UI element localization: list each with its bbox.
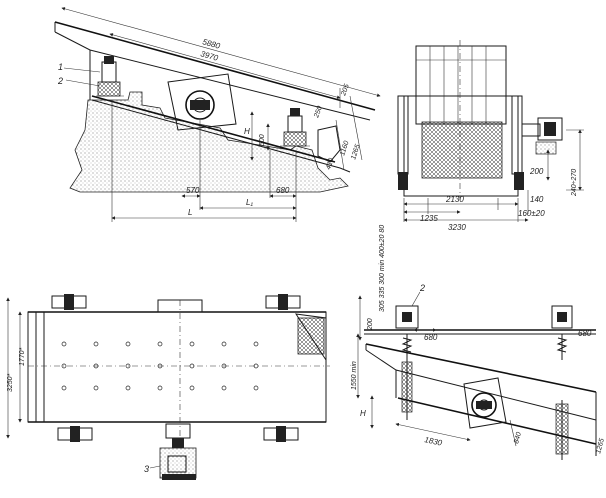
front-view: 2130 1235 3230 140 160±20 200 240÷270 [397, 40, 584, 232]
side-label-l: L [188, 208, 192, 217]
plan-support-top-right [265, 294, 301, 310]
dim-680-suspended-left: 680 [424, 333, 438, 342]
dim-stack: 305 335 300 min 400±20 80 [379, 225, 386, 312]
dim-1265-suspended: 1265 [595, 438, 606, 455]
suspended-screen-top [365, 343, 597, 393]
side-view: 5880 3970 205 250 1160 1265 410 H 500 57… [54, 7, 381, 222]
dim-3250: 3250* [7, 373, 14, 392]
dim-5880: 5880 [201, 37, 221, 51]
plan-view: 3 3250* 1770* [6, 294, 330, 480]
dim-680-suspended-right: 680 [578, 329, 592, 338]
side-label-l1: L₁ [246, 198, 253, 207]
dim-160-20: 160±20 [518, 209, 545, 218]
front-screen-mesh [421, 121, 503, 179]
dim-500: 500 [259, 134, 266, 146]
dim-200-front: 200 [529, 167, 544, 176]
front-coupling [521, 123, 541, 137]
plan-support-bottom-right [263, 426, 299, 442]
suspended-hanger-left [395, 305, 419, 420]
front-foot-right [514, 172, 524, 190]
plan-deck-outline [27, 311, 327, 423]
side-spring-left [96, 56, 124, 97]
dim-205: 205 [340, 83, 351, 97]
dim-2130: 2130 [445, 195, 464, 204]
plan-drive-motor [159, 423, 197, 480]
dim-1830: 1830 [424, 435, 444, 448]
dim-3970: 3970 [199, 49, 219, 63]
dim-240-270: 240÷270 [571, 169, 578, 197]
side-spring-right [280, 108, 310, 147]
side-callout-1: 1 [58, 62, 63, 72]
suspended-callout-2: 2 [419, 283, 425, 293]
suspended-exciter-plate [463, 377, 507, 429]
side-screen-top-edge [54, 21, 376, 111]
dim-1235: 1235 [420, 214, 438, 223]
plan-support-top-left [51, 294, 87, 310]
front-body [403, 95, 519, 197]
suspended-label-h: H [360, 409, 366, 418]
dim-250: 250 [313, 105, 324, 119]
dim-200-suspended: 200 [367, 318, 374, 331]
suspended-hanger-right [551, 305, 573, 460]
suspended-exciter-wheel [471, 392, 497, 418]
side-foundation [69, 91, 349, 193]
plan-bolt-grid [61, 341, 259, 391]
dim-line-3970 [109, 33, 341, 99]
dim-1160: 1160 [339, 140, 350, 157]
front-motor [537, 117, 563, 141]
plan-exciter-housing [157, 299, 203, 313]
dim-140: 140 [530, 195, 544, 204]
side-label-h: H [244, 127, 250, 136]
dim-1550-min: 1550 min [351, 361, 358, 390]
suspended-view: 200 305 335 300 min 400±20 80 680 680 15… [351, 225, 606, 460]
dim-570: 570 [186, 186, 200, 195]
dim-410: 410 [325, 157, 335, 170]
plan-support-bottom-left [57, 426, 93, 442]
side-callout-2: 2 [57, 76, 63, 86]
front-upper-box [415, 45, 507, 125]
front-foot-left [398, 172, 408, 190]
dim-1265: 1265 [350, 144, 362, 161]
dim-3230: 3230 [448, 223, 466, 232]
side-deck [91, 95, 336, 163]
side-exciter-hub [190, 100, 210, 110]
side-discharge-lip [317, 125, 341, 163]
dim-680-side: 680 [276, 186, 290, 195]
dim-840: 840 [513, 431, 523, 444]
plan-callout-3: 3 [144, 464, 149, 474]
dim-1770: 1770* [19, 347, 26, 366]
